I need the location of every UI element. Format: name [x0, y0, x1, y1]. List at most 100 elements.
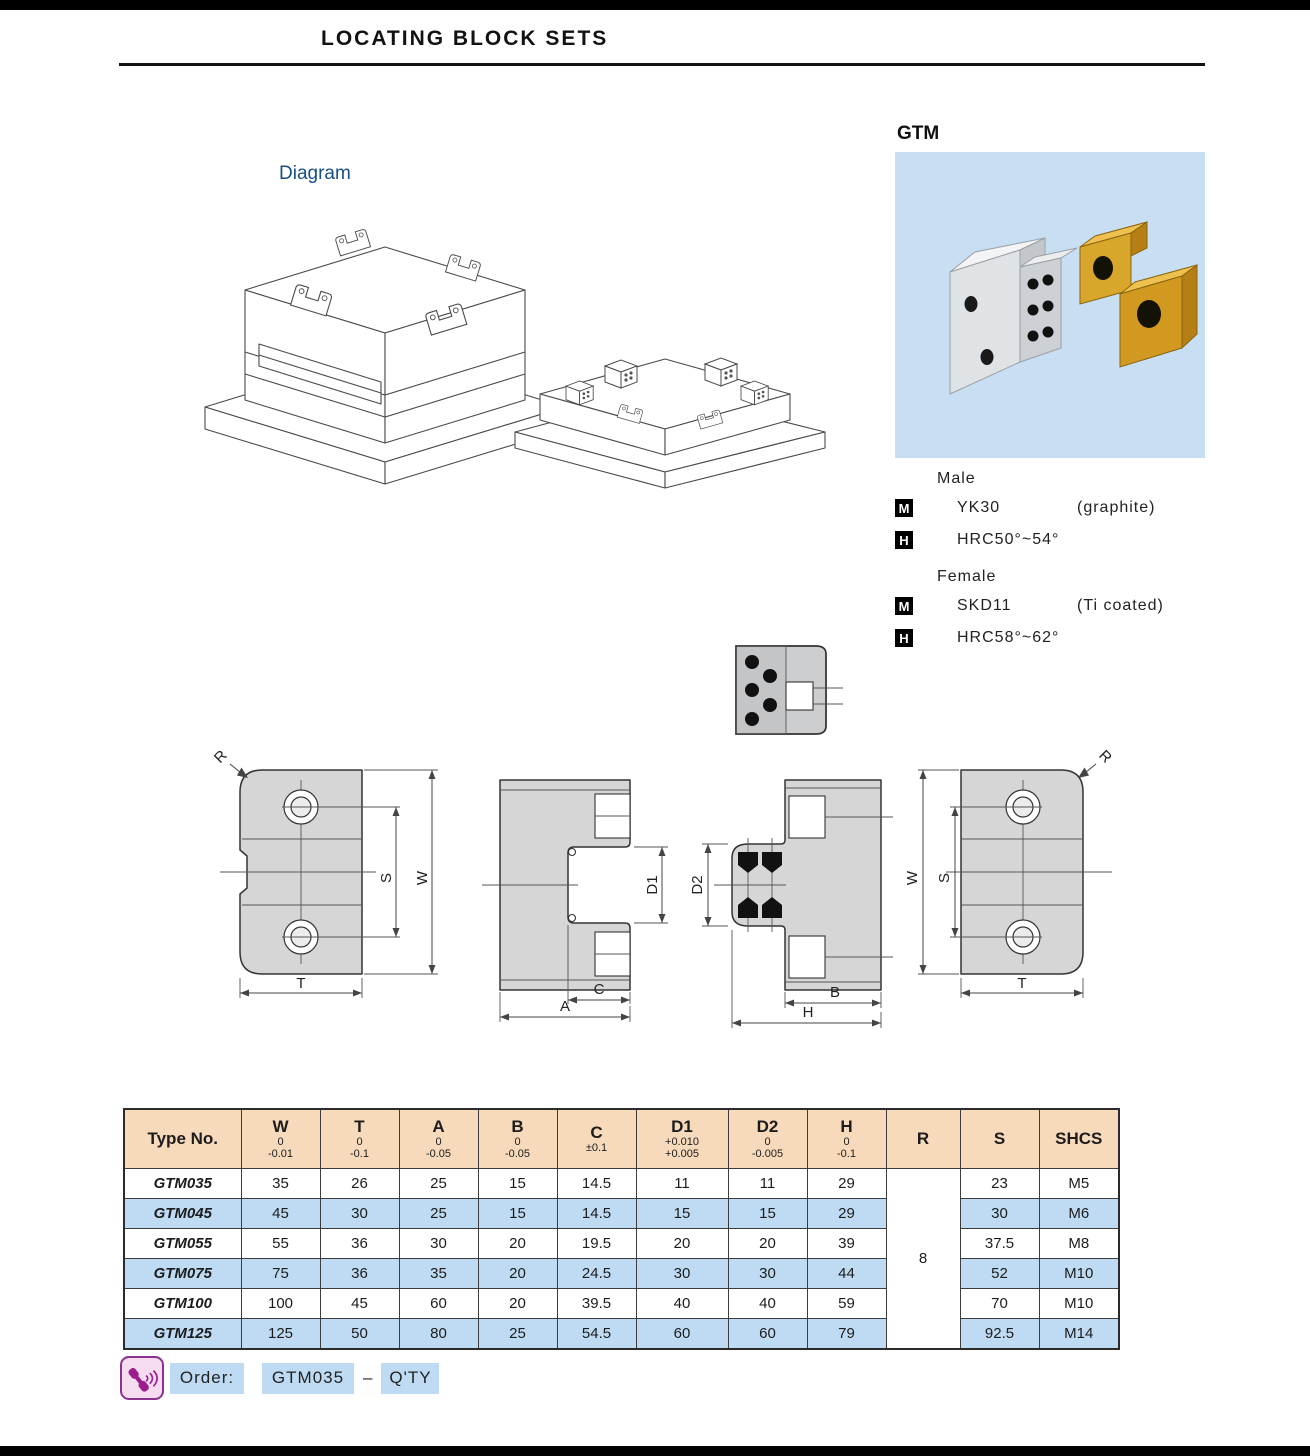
cell-d2: 40: [727, 1288, 808, 1319]
table-row: GTM125 125 50 80 25 54.5 60 60 79 92.5 M…: [123, 1318, 1120, 1350]
bottom-black-bar: [0, 1446, 1310, 1456]
cell-s: 23: [959, 1168, 1040, 1199]
cell-h: 79: [806, 1318, 887, 1350]
cell-a: 35: [398, 1258, 479, 1289]
col-header-c: C±0.1: [556, 1108, 637, 1169]
page-title: LOCATING BLOCK SETS: [321, 27, 609, 50]
female-material-row: M SKD11 (Ti coated): [895, 590, 1235, 622]
cell-w: 75: [240, 1258, 321, 1289]
cell-d2: 60: [727, 1318, 808, 1350]
diagram-section-label: Diagram: [279, 163, 351, 184]
cell-s: 52: [959, 1258, 1040, 1289]
col-header-shcs: SHCS: [1038, 1108, 1120, 1169]
cell-s: 30: [959, 1198, 1040, 1229]
male-hardness-row: H HRC50°~54°: [895, 524, 1235, 556]
spec-block: Male M YK30 (graphite) H HRC50°~54° Fema…: [895, 466, 1235, 654]
male-hardness: HRC50°~54°: [957, 531, 1060, 548]
cell-h: 44: [806, 1258, 887, 1289]
cell-w: 35: [240, 1168, 321, 1199]
dim-label-r: R: [1095, 747, 1115, 767]
order-code: GTM035: [262, 1362, 354, 1394]
male-heading: Male: [937, 470, 976, 487]
cell-h: 59: [806, 1288, 887, 1319]
order-dash: –: [363, 1368, 373, 1387]
cell-t: 26: [319, 1168, 400, 1199]
table-row: GTM075 75 36 35 20 24.5 30 30 44 52 M10: [123, 1258, 1120, 1289]
dim-label-t: T: [1017, 975, 1026, 992]
female-material: SKD11: [957, 597, 1012, 614]
cell-t: 30: [319, 1198, 400, 1229]
order-qty: Q'TY: [381, 1362, 440, 1394]
female-hardness: HRC58°~62°: [957, 629, 1060, 646]
technical-drawing-male-section: D2 B H: [689, 779, 893, 1028]
cell-b: 20: [477, 1288, 558, 1319]
dim-label-h: H: [803, 1004, 814, 1021]
cell-a: 80: [398, 1318, 479, 1350]
top-black-bar: [0, 0, 1310, 10]
cell-d2: 11: [727, 1168, 808, 1199]
cell-b: 20: [477, 1228, 558, 1259]
cell-s: 92.5: [959, 1318, 1040, 1350]
table-row: GTM035 35 26 25 15 14.5 11 11 29 8 23 M5: [123, 1168, 1120, 1350]
dim-label-w: W: [904, 870, 921, 885]
cell-h: 29: [806, 1168, 887, 1199]
cell-type: GTM100: [123, 1288, 242, 1319]
cell-d1: 15: [635, 1198, 729, 1229]
cell-d1: 20: [635, 1228, 729, 1259]
cell-s: 70: [959, 1288, 1040, 1319]
order-label: Order:: [170, 1362, 244, 1394]
col-header-d1: D1+0.010+0.005: [635, 1108, 729, 1169]
cell-c: 19.5: [556, 1228, 637, 1259]
technical-drawing-plate-left: S W T R: [211, 747, 438, 998]
cell-b: 20: [477, 1258, 558, 1289]
cell-type: GTM055: [123, 1228, 242, 1259]
graphite-insert: [738, 852, 758, 873]
dim-label-r: R: [211, 747, 231, 767]
dim-label-w: W: [414, 870, 431, 885]
cell-type: GTM125: [123, 1318, 242, 1350]
cell-d2: 30: [727, 1258, 808, 1289]
col-header-type: Type No.: [123, 1108, 242, 1169]
cell-w: 55: [240, 1228, 321, 1259]
cell-c: 14.5: [556, 1168, 637, 1199]
cell-c: 39.5: [556, 1288, 637, 1319]
cell-c: 14.5: [556, 1198, 637, 1229]
dim-label-d2: D2: [689, 875, 706, 894]
cell-s: 37.5: [959, 1228, 1040, 1259]
cell-h: 39: [806, 1228, 887, 1259]
female-heading: Female: [937, 568, 997, 585]
cell-b: 25: [477, 1318, 558, 1350]
cell-c: 54.5: [556, 1318, 637, 1350]
phone-handset-icon: [128, 1367, 158, 1392]
technical-drawing-plate-right: W S T R: [904, 747, 1115, 998]
graphite-insert: [762, 897, 782, 918]
female-material-note: (Ti coated): [1077, 597, 1164, 614]
cell-a: 25: [398, 1168, 479, 1199]
col-header-r: R: [885, 1108, 961, 1169]
dim-label-c: C: [594, 981, 605, 998]
graphite-insert: [762, 852, 782, 873]
cell-h: 29: [806, 1198, 887, 1229]
cell-a: 60: [398, 1288, 479, 1319]
product-series-heading: GTM: [897, 123, 940, 144]
graphite-insert: [738, 897, 758, 918]
title-rule: [119, 63, 1205, 66]
cell-b: 15: [477, 1168, 558, 1199]
cell-shcs: M14: [1038, 1318, 1120, 1350]
cell-w: 45: [240, 1198, 321, 1229]
material-badge: M: [895, 499, 913, 517]
product-photo-panel: [895, 152, 1205, 458]
cell-type: GTM075: [123, 1258, 242, 1289]
cell-a: 30: [398, 1228, 479, 1259]
cell-w: 100: [240, 1288, 321, 1319]
cell-r-shared: 8: [885, 1168, 961, 1350]
cell-d1: 60: [635, 1318, 729, 1350]
cell-shcs: M5: [1038, 1168, 1120, 1199]
